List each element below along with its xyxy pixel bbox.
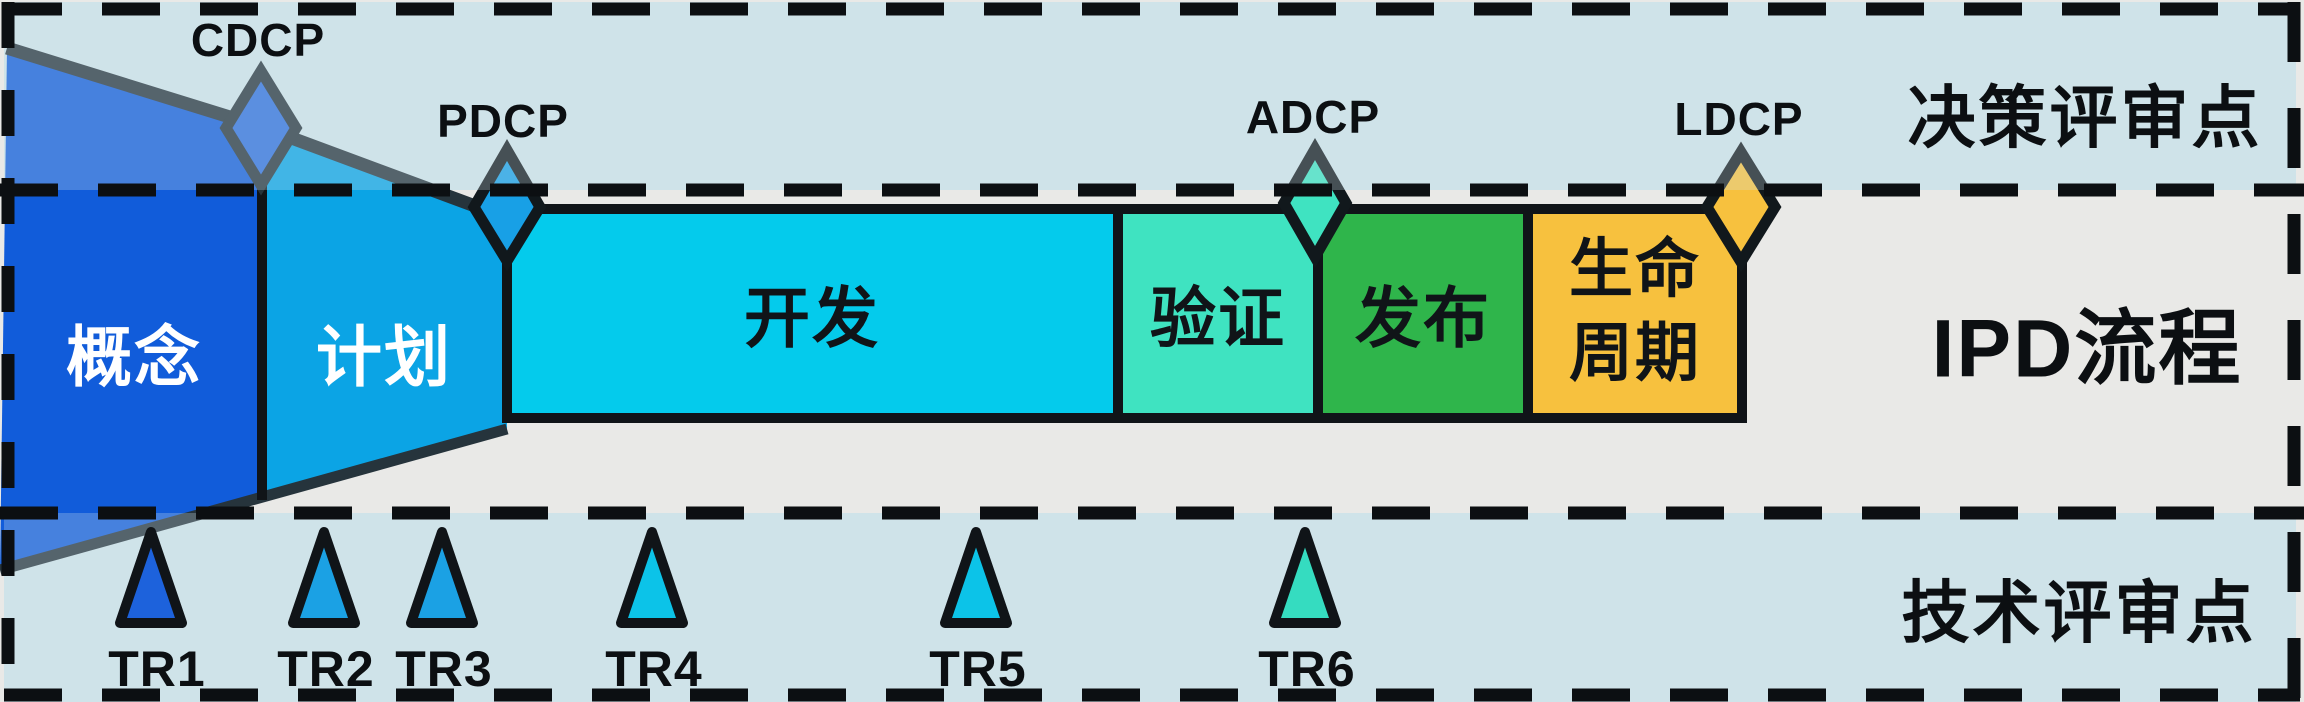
phase-plan-label: 计划: [316, 320, 452, 394]
phase-verify-label: 验证: [1150, 281, 1286, 355]
tr4-triangle-icon: [616, 527, 688, 628]
phase-concept-label: 概念: [66, 320, 202, 394]
tr6-triangle-icon: [1269, 527, 1341, 628]
phase-develop-bar: [502, 204, 1123, 423]
decision-lane-band: [4, 2, 2296, 190]
tr1-triangle-icon: [115, 527, 187, 628]
cdcp-diamond-icon: [219, 60, 303, 196]
tr3-label: TR3: [395, 641, 493, 697]
phase-lifecycle-label: 生命周期: [1569, 233, 1701, 389]
tr6-label: TR6: [1258, 641, 1356, 697]
technical-lane-tint: [4, 513, 2296, 702]
adcp-label: ADCP: [1245, 91, 1381, 143]
funnel-bottom-edge: [0, 423, 509, 576]
technical-lane-band: [4, 513, 2296, 702]
lane-decision-title: 决策评审点: [1907, 80, 2263, 157]
tr3-triangle-icon: [406, 527, 478, 628]
phase-plan-shape: [262, 127, 507, 498]
lane-technical-title: 技术评审点: [1901, 575, 2257, 652]
phase-develop-label: 开发: [744, 281, 880, 355]
phase-release-label: 发布: [1355, 281, 1491, 355]
cdcp-label: CDCP: [190, 14, 326, 66]
tr2-triangle-icon: [288, 527, 360, 628]
lane-process-title: IPD流程: [1931, 303, 2243, 395]
tr5-label: TR5: [929, 641, 1027, 697]
tr1-label: TR1: [108, 641, 206, 697]
tr2-label: TR2: [277, 641, 375, 697]
phase-lifecycle-bar: [1523, 204, 1747, 423]
phase-release-bar: [1313, 204, 1533, 423]
pdcp-label: PDCP: [437, 95, 569, 147]
ldcp-label: LDCP: [1674, 93, 1804, 145]
decision-lane-tint: [4, 2, 2296, 190]
tr5-triangle-icon: [940, 527, 1012, 628]
tr4-label: TR4: [605, 641, 703, 697]
